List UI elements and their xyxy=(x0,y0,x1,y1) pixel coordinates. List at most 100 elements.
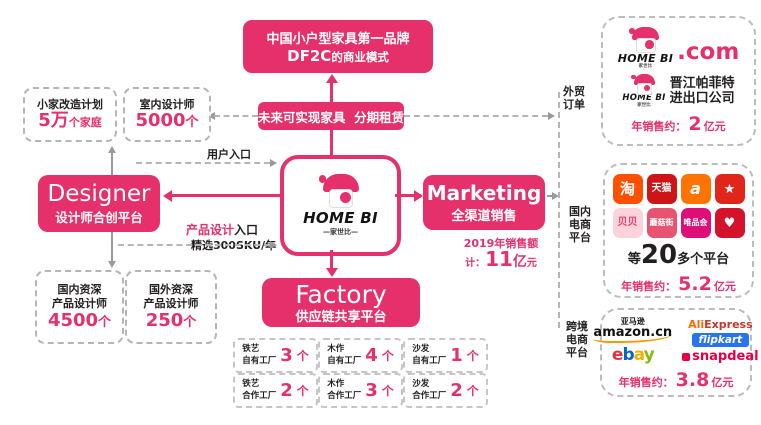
renovation-stat: 5万个家庭 xyxy=(38,111,102,131)
arrowhead-designer-down xyxy=(108,261,116,268)
factory-5-count: 2 xyxy=(450,380,463,401)
factory-1-line2: 自有工厂 xyxy=(327,355,362,366)
factory-3-line2: 合作工厂 xyxy=(242,390,277,401)
domestic-sales-prefix: 年销售约： xyxy=(621,280,677,293)
cross-sales-unit: 亿元 xyxy=(711,376,734,390)
factory-4-line2: 合作工厂 xyxy=(327,390,362,401)
marketing-cn: 全渠道销售 xyxy=(451,209,517,224)
interior-designers-box: 室内设计师 5000个 xyxy=(123,87,211,142)
product-entry-label: 产品设计入口 xyxy=(186,221,258,238)
factory-3-line1: 铁艺 xyxy=(242,379,260,390)
factory-0-line1: 铁艺 xyxy=(242,344,260,355)
more-value: 20 xyxy=(640,240,678,270)
factory-5-unit: 个 xyxy=(466,384,479,398)
tmall-icon: 天猫 xyxy=(646,174,677,204)
foreign-designers-box: 国外资深产品设计师 250个 xyxy=(125,270,217,344)
interior-value: 5000 xyxy=(135,110,186,132)
factory-2-count: 1 xyxy=(450,345,463,366)
arrowhead-user-entry xyxy=(270,159,277,167)
renovation-title: 小家改造计划 xyxy=(37,97,103,111)
arrowhead-homebi-to-factory xyxy=(326,268,338,277)
dom-label-3: 平台 xyxy=(569,231,591,244)
homebi-chinese-name: —家世比— xyxy=(323,228,358,237)
ebay-logo: ebay xyxy=(611,345,655,366)
homebi-logo-box: HOME BI —家世比— xyxy=(280,155,401,256)
more-prefix: 等 xyxy=(627,252,641,267)
designer-platform-box: Designer 设计师合创平台 xyxy=(38,175,160,232)
homebi-com-wordmark: HOME BI xyxy=(617,51,674,65)
arrowhead-marketing-to-channels xyxy=(552,192,559,200)
line-future-to-title xyxy=(330,82,333,102)
domestic-designers-box: 国内资深产品设计师 4500个 xyxy=(35,270,124,344)
interior-stat: 5000个 xyxy=(135,111,198,131)
taobao-icon: 淘 xyxy=(612,174,643,204)
amazon-logo: 亚马逊 amazon.cn xyxy=(593,317,673,344)
factory-0-line2: 自有工厂 xyxy=(242,355,277,366)
factory-1-line1: 木作 xyxy=(327,344,345,355)
renovation-suffix: 个家庭 xyxy=(68,116,102,130)
arrowhead-future-right xyxy=(548,112,555,120)
more-suffix: 多个平台 xyxy=(677,252,730,267)
homebi-com-row: HOME BI 家世比 .com xyxy=(617,26,739,70)
factory-4-line1: 木作 xyxy=(327,379,345,390)
line-designer-up xyxy=(111,152,113,175)
vip-icon: 唯品会 xyxy=(680,208,711,238)
title-brand: DF2C xyxy=(287,47,332,65)
trade-label-1: 外贸 xyxy=(563,85,585,98)
factory-0-unit: 个 xyxy=(296,349,309,363)
factory-1-unit: 个 xyxy=(381,349,394,363)
factory-cn: 供应链共享平台 xyxy=(295,310,387,325)
dashed-future-right xyxy=(404,115,548,117)
cross-sales-prefix: 年销售约： xyxy=(618,376,674,390)
line-homebi-to-factory xyxy=(330,250,333,270)
homebi-com-house-icon xyxy=(629,26,661,54)
cross-label-3: 平台 xyxy=(566,346,588,359)
export-wordmark: HOME BI xyxy=(622,93,666,104)
bird-app-icon: ★ xyxy=(714,174,745,204)
trade-panel: HOME BI 家世比 .com HOME BI 家世比 晋江帕菲特进出口公司 … xyxy=(601,16,756,146)
homebi-house-icon xyxy=(318,173,362,209)
interior-suffix: 个 xyxy=(185,115,199,131)
arrowhead-homebi-to-marketing xyxy=(414,190,423,202)
product-entry-accent: 产品设计 xyxy=(186,223,235,237)
marketing-sales-unit-big: 亿 xyxy=(512,254,527,270)
marketing-sales-unit-small: 元 xyxy=(526,258,537,269)
marketing-box: Marketing 全渠道销售 xyxy=(423,175,545,230)
interior-title: 室内设计师 xyxy=(139,97,195,111)
arrowhead-future-left xyxy=(208,112,215,120)
factory-2-line1: 沙发 xyxy=(412,344,430,355)
dom-label-2: 电商 xyxy=(569,218,591,231)
platform-count: 等20多个平台 xyxy=(628,242,729,273)
mogujie-icon: 蘑菇街 xyxy=(646,208,677,238)
title-rest: 的商业模式 xyxy=(331,50,389,64)
foreign-line2: 产品设计师 xyxy=(143,297,199,311)
foreign-value: 250 xyxy=(145,309,184,331)
line-homebi-to-marketing xyxy=(395,194,421,197)
future-rental-box: 未来可实现家具 分期租赁 xyxy=(258,102,404,130)
company-line2: 进出口公司 xyxy=(669,91,735,107)
domestic-line1: 国内资深 xyxy=(57,283,102,297)
factory-2-unit: 个 xyxy=(466,349,479,363)
domestic-sales-value: 5.2 xyxy=(678,273,712,295)
cross-border-logos: 亚马逊 amazon.cn ebay AliExpress flipkart s… xyxy=(593,317,759,366)
trade-sales-prefix: 年销售约： xyxy=(631,120,687,134)
foreign-stat: 250个 xyxy=(145,309,197,331)
snapdeal-logo: snapdeal xyxy=(682,349,759,364)
trade-orders-label: 外贸订单 xyxy=(561,84,587,112)
line-homebi-to-future xyxy=(330,130,333,155)
arrowhead-designer-up xyxy=(108,146,116,153)
domestic-sales-unit: 亿元 xyxy=(713,280,736,293)
product-entry-rest: 入口 xyxy=(234,223,259,237)
cross-border-panel: 亚马逊 amazon.cn ebay AliExpress flipkart s… xyxy=(593,308,759,397)
domestic-suffix: 个 xyxy=(98,314,112,330)
export-company-row: HOME BI 家世比 晋江帕菲特进出口公司 xyxy=(622,74,735,108)
domestic-value: 4500 xyxy=(47,309,99,331)
factory-en: Factory xyxy=(295,280,387,309)
